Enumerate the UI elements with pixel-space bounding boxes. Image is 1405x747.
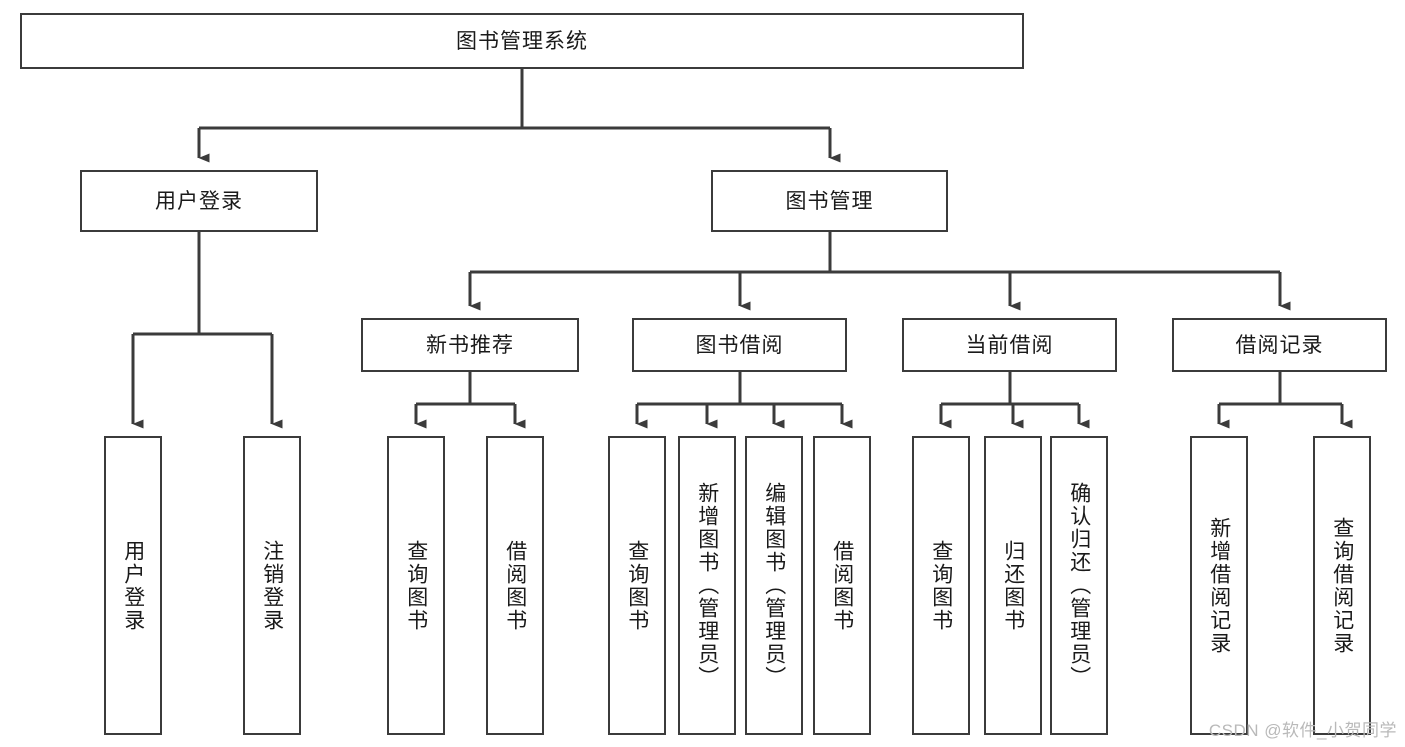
node-leaf-label: 查询借阅记录: [1330, 516, 1354, 655]
node-leaf-logout[interactable]: 注销登录: [243, 436, 301, 735]
node-leaf-label: 新增借阅记录: [1207, 516, 1231, 655]
node-borrow-records[interactable]: 借阅记录: [1172, 318, 1387, 372]
node-new-book-recommend[interactable]: 新书推荐: [361, 318, 579, 372]
node-leaf-query-borrow-record[interactable]: 查询借阅记录: [1313, 436, 1371, 735]
node-book-management[interactable]: 图书管理: [711, 170, 948, 232]
node-leaf-query-book-a[interactable]: 查询图书: [387, 436, 445, 735]
node-book-borrow-label: 图书借阅: [695, 333, 784, 357]
node-leaf-query-book-b[interactable]: 查询图书: [608, 436, 666, 735]
node-leaf-label: 查询图书: [929, 539, 953, 632]
node-current-borrow-label: 当前借阅: [965, 333, 1054, 357]
node-leaf-label: 归还图书: [1001, 539, 1025, 632]
node-leaf-query-book-c[interactable]: 查询图书: [912, 436, 970, 735]
node-leaf-user-login[interactable]: 用户登录: [104, 436, 162, 735]
node-root-system[interactable]: 图书管理系统: [20, 13, 1024, 69]
node-leaf-label: 查询图书: [404, 539, 428, 632]
node-book-borrow[interactable]: 图书借阅: [632, 318, 847, 372]
node-leaf-edit-book-admin[interactable]: 编辑图书（管理员）: [745, 436, 803, 735]
node-leaf-return-book[interactable]: 归还图书: [984, 436, 1042, 735]
node-current-borrow[interactable]: 当前借阅: [902, 318, 1117, 372]
node-leaf-confirm-return-admin[interactable]: 确认归还（管理员）: [1050, 436, 1108, 735]
node-leaf-add-book-admin[interactable]: 新增图书（管理员）: [678, 436, 736, 735]
node-leaf-borrow-book-b[interactable]: 借阅图书: [813, 436, 871, 735]
node-user-login[interactable]: 用户登录: [80, 170, 318, 232]
node-leaf-label: 查询图书: [625, 539, 649, 632]
node-root-label: 图书管理系统: [456, 29, 588, 53]
node-borrow-records-label: 借阅记录: [1235, 333, 1324, 357]
node-leaf-label: 借阅图书: [503, 539, 527, 632]
node-leaf-label: 借阅图书: [830, 539, 854, 632]
node-user-login-label: 用户登录: [155, 189, 243, 213]
node-leaf-label: 注销登录: [260, 539, 284, 632]
node-leaf-add-borrow-record[interactable]: 新增借阅记录: [1190, 436, 1248, 735]
node-new-book-recommend-label: 新书推荐: [426, 333, 514, 357]
node-book-management-label: 图书管理: [785, 189, 874, 213]
node-leaf-label: 编辑图书（管理员）: [762, 482, 786, 689]
node-leaf-label: 确认归还（管理员）: [1067, 482, 1091, 689]
node-leaf-label: 用户登录: [121, 539, 145, 632]
node-leaf-borrow-book-a[interactable]: 借阅图书: [486, 436, 544, 735]
node-leaf-label: 新增图书（管理员）: [695, 482, 719, 689]
